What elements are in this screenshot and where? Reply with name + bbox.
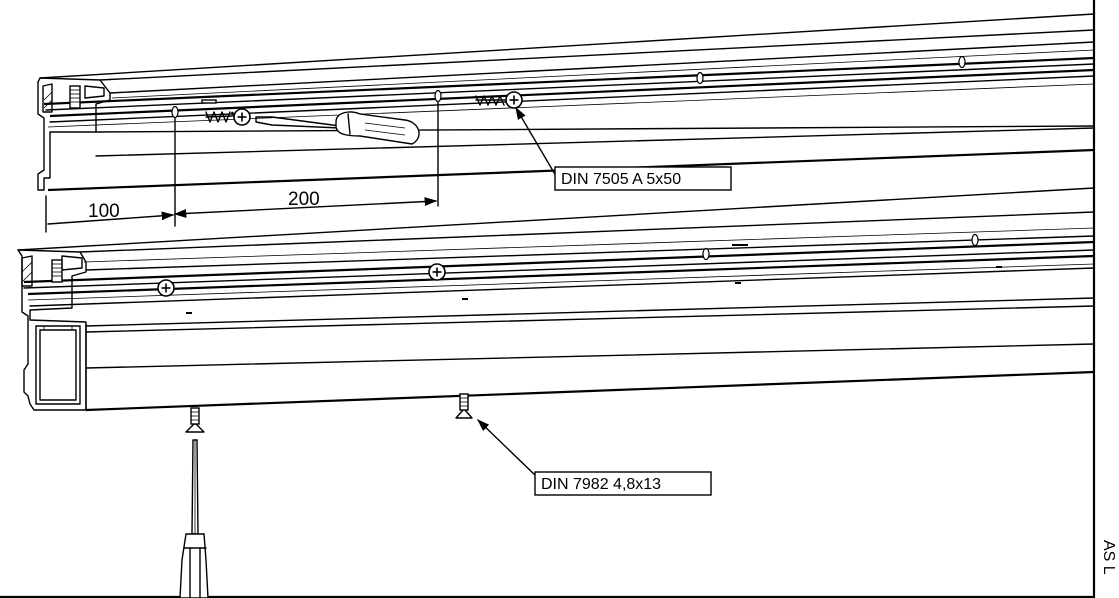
side-label: AS L (1100, 540, 1117, 575)
countersunk-screw-icon-2 (455, 393, 473, 419)
top-rail-slot-3 (696, 71, 704, 85)
bottom-rail-screw-1 (157, 279, 175, 297)
bottom-callout-box (534, 471, 712, 496)
dimension-100: 100 (88, 201, 120, 222)
phillips-screwdriver-icon (179, 439, 209, 598)
bottom-rail-screw-2 (428, 263, 446, 281)
dimension-200: 200 (288, 189, 320, 210)
profile-spring-top (69, 85, 81, 109)
flat-screwdriver-icon (255, 111, 420, 145)
bottom-callout-leader (477, 419, 537, 477)
dimension-lines (45, 101, 439, 233)
bottom-rail-profile (17, 249, 87, 411)
top-rail-profile (37, 77, 111, 191)
top-callout-leader (515, 106, 557, 177)
top-rail (39, 13, 1095, 192)
bottom-rail-slot-2 (971, 233, 979, 247)
top-rail-slot-4 (958, 55, 966, 69)
countersunk-screw-icon (185, 407, 205, 433)
bottom-rail-slot-1 (702, 247, 710, 261)
top-rail-slot-1 (171, 105, 179, 119)
profile-spring-bottom (51, 259, 63, 283)
bottom-callout-label: DIN 7982 4,8x13 (541, 476, 661, 493)
top-callout-label: DIN 7505 A 5x50 (561, 171, 681, 188)
wood-screw-icon-2 (475, 91, 523, 109)
wood-screw-icon (205, 108, 251, 126)
top-rail-slot-2 (434, 89, 442, 103)
top-callout-box (554, 166, 732, 191)
bottom-rail (17, 187, 1095, 412)
